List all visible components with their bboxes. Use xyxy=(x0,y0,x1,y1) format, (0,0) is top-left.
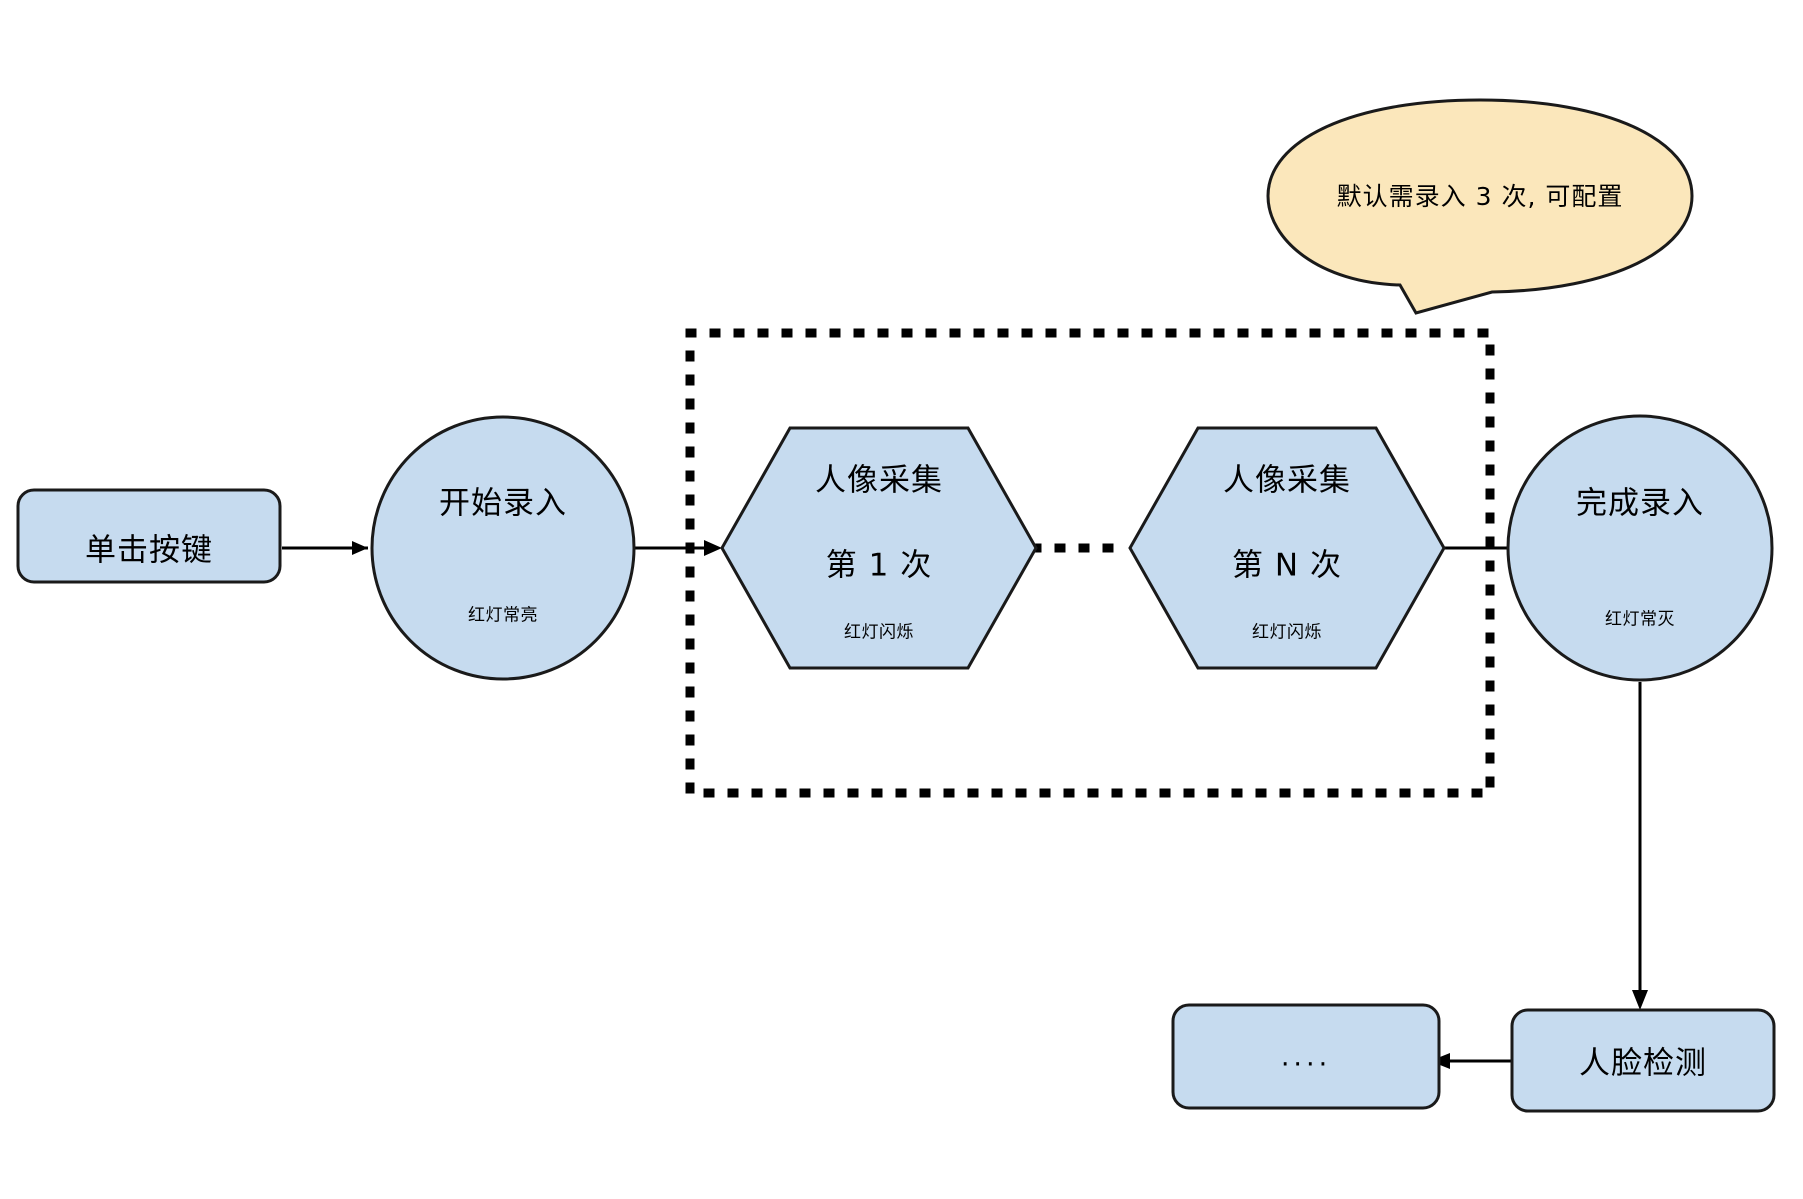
edge-click-to-start xyxy=(282,541,368,555)
callout-bubble xyxy=(1266,98,1694,315)
node-capture-nth[interactable] xyxy=(1128,426,1446,670)
node-click-key[interactable] xyxy=(16,488,282,584)
node-more-steps[interactable] xyxy=(1171,1003,1441,1110)
node-capture-first[interactable] xyxy=(720,426,1038,670)
capture-loop-group xyxy=(685,328,1495,798)
node-start-enroll[interactable] xyxy=(370,415,636,681)
edge-start-to-capture1 xyxy=(634,540,722,556)
edge-finish-to-facedetect xyxy=(1632,682,1648,1010)
node-face-detect[interactable] xyxy=(1510,1008,1776,1113)
node-finish-enroll[interactable] xyxy=(1506,414,1774,682)
edge-facedetect-to-more xyxy=(1430,1053,1512,1069)
